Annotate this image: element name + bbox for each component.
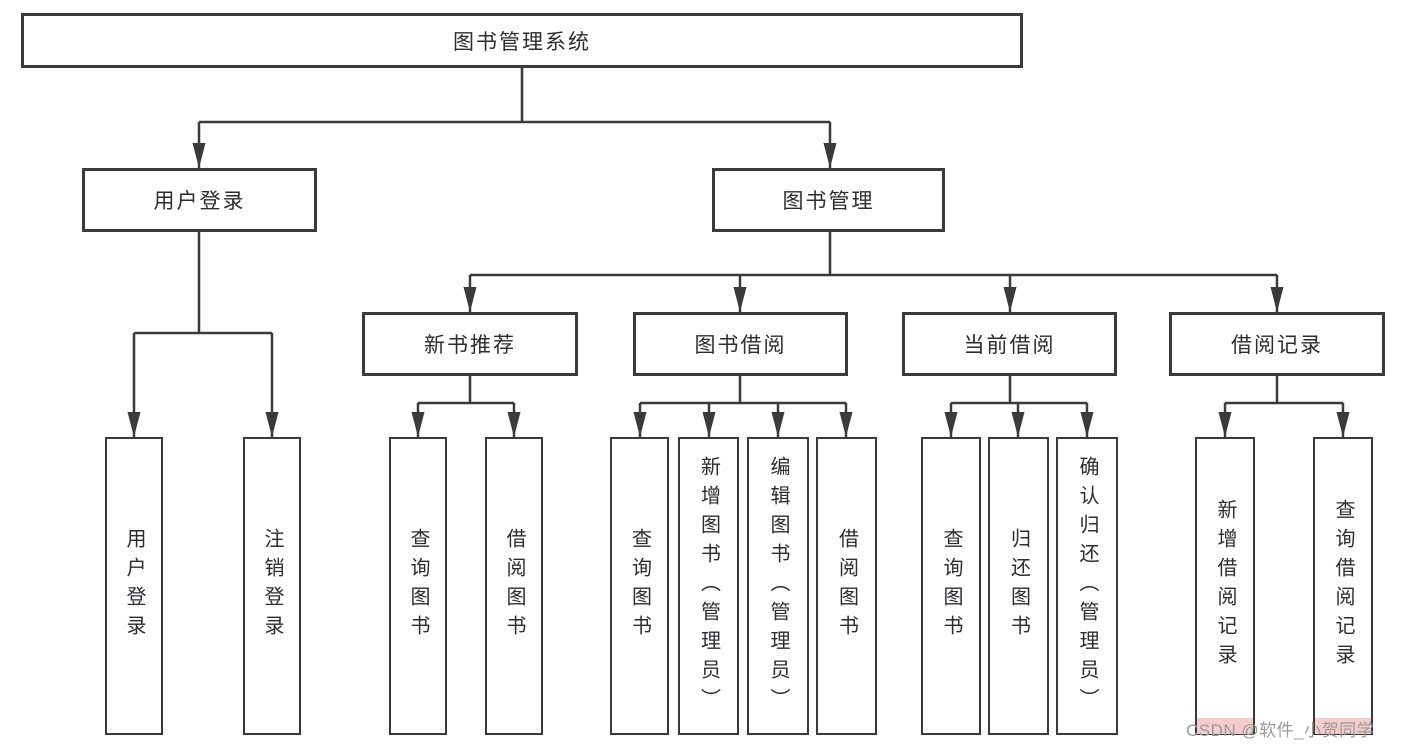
- node-borrow-record-label: 借阅记录: [1231, 334, 1323, 357]
- node-borrow-record: 借阅记录: [1169, 312, 1385, 376]
- node-user-login-label: 用户登录: [153, 190, 246, 213]
- node-book-management-label: 图书管理: [782, 190, 875, 213]
- leaf-query-book-current-label: 查询图书: [940, 528, 962, 644]
- watermark-highlight-right: [1315, 718, 1371, 734]
- node-book-borrow-label: 图书借阅: [694, 334, 787, 357]
- watermark-highlight-left: [1197, 718, 1253, 734]
- leaf-add-book-admin-label: 新增图书（管理员）: [697, 455, 720, 717]
- node-new-book-recommend-label: 新书推荐: [424, 334, 516, 357]
- leaf-logout-label: 注销登录: [261, 528, 283, 644]
- leaf-borrow-book-recommend-label: 借阅图书: [503, 528, 525, 644]
- leaf-user-login-label: 用户登录: [123, 528, 145, 644]
- leaf-logout: 注销登录: [243, 437, 301, 735]
- leaf-query-borrow-record: 查询借阅记录: [1313, 437, 1373, 735]
- leaf-edit-book-admin: 编辑图书（管理员）: [747, 437, 809, 735]
- node-book-management: 图书管理: [712, 168, 945, 232]
- leaf-add-borrow-record: 新增借阅记录: [1195, 437, 1255, 735]
- arrowheads: [127, 143, 1350, 437]
- leaf-query-book-borrow: 查询图书: [610, 437, 669, 735]
- leaf-borrow-book-recommend: 借阅图书: [485, 437, 543, 735]
- leaf-edit-book-admin-label: 编辑图书（管理员）: [767, 455, 789, 717]
- leaf-add-borrow-record-label: 新增借阅记录: [1214, 499, 1236, 673]
- leaf-query-book-borrow-label: 查询图书: [628, 528, 651, 644]
- node-root-label: 图书管理系统: [453, 30, 591, 54]
- leaf-borrow-book: 借阅图书: [816, 437, 877, 735]
- leaf-confirm-return-admin: 确认归还（管理员）: [1056, 437, 1118, 735]
- leaf-query-borrow-record-label: 查询借阅记录: [1332, 499, 1354, 673]
- node-root: 图书管理系统: [21, 13, 1023, 68]
- leaf-return-book-label: 归还图书: [1007, 528, 1030, 644]
- leaf-user-login: 用户登录: [105, 437, 163, 735]
- node-current-borrow: 当前借阅: [902, 312, 1117, 376]
- leaf-confirm-return-admin-label: 确认归还（管理员）: [1076, 455, 1098, 717]
- leaf-query-book-recommend-label: 查询图书: [407, 528, 429, 644]
- leaf-borrow-book-label: 借阅图书: [835, 528, 858, 644]
- csdn-watermark: CSDN @软件_小贺同学: [1186, 721, 1375, 740]
- node-current-borrow-label: 当前借阅: [963, 334, 1056, 357]
- leaf-query-book-recommend: 查询图书: [389, 437, 447, 735]
- leaf-add-book-admin: 新增图书（管理员）: [678, 437, 739, 735]
- node-new-book-recommend: 新书推荐: [362, 312, 578, 376]
- node-book-borrow: 图书借阅: [633, 312, 848, 376]
- node-user-login: 用户登录: [82, 168, 317, 232]
- leaf-return-book: 归还图书: [988, 437, 1049, 735]
- leaf-query-book-current: 查询图书: [921, 437, 981, 735]
